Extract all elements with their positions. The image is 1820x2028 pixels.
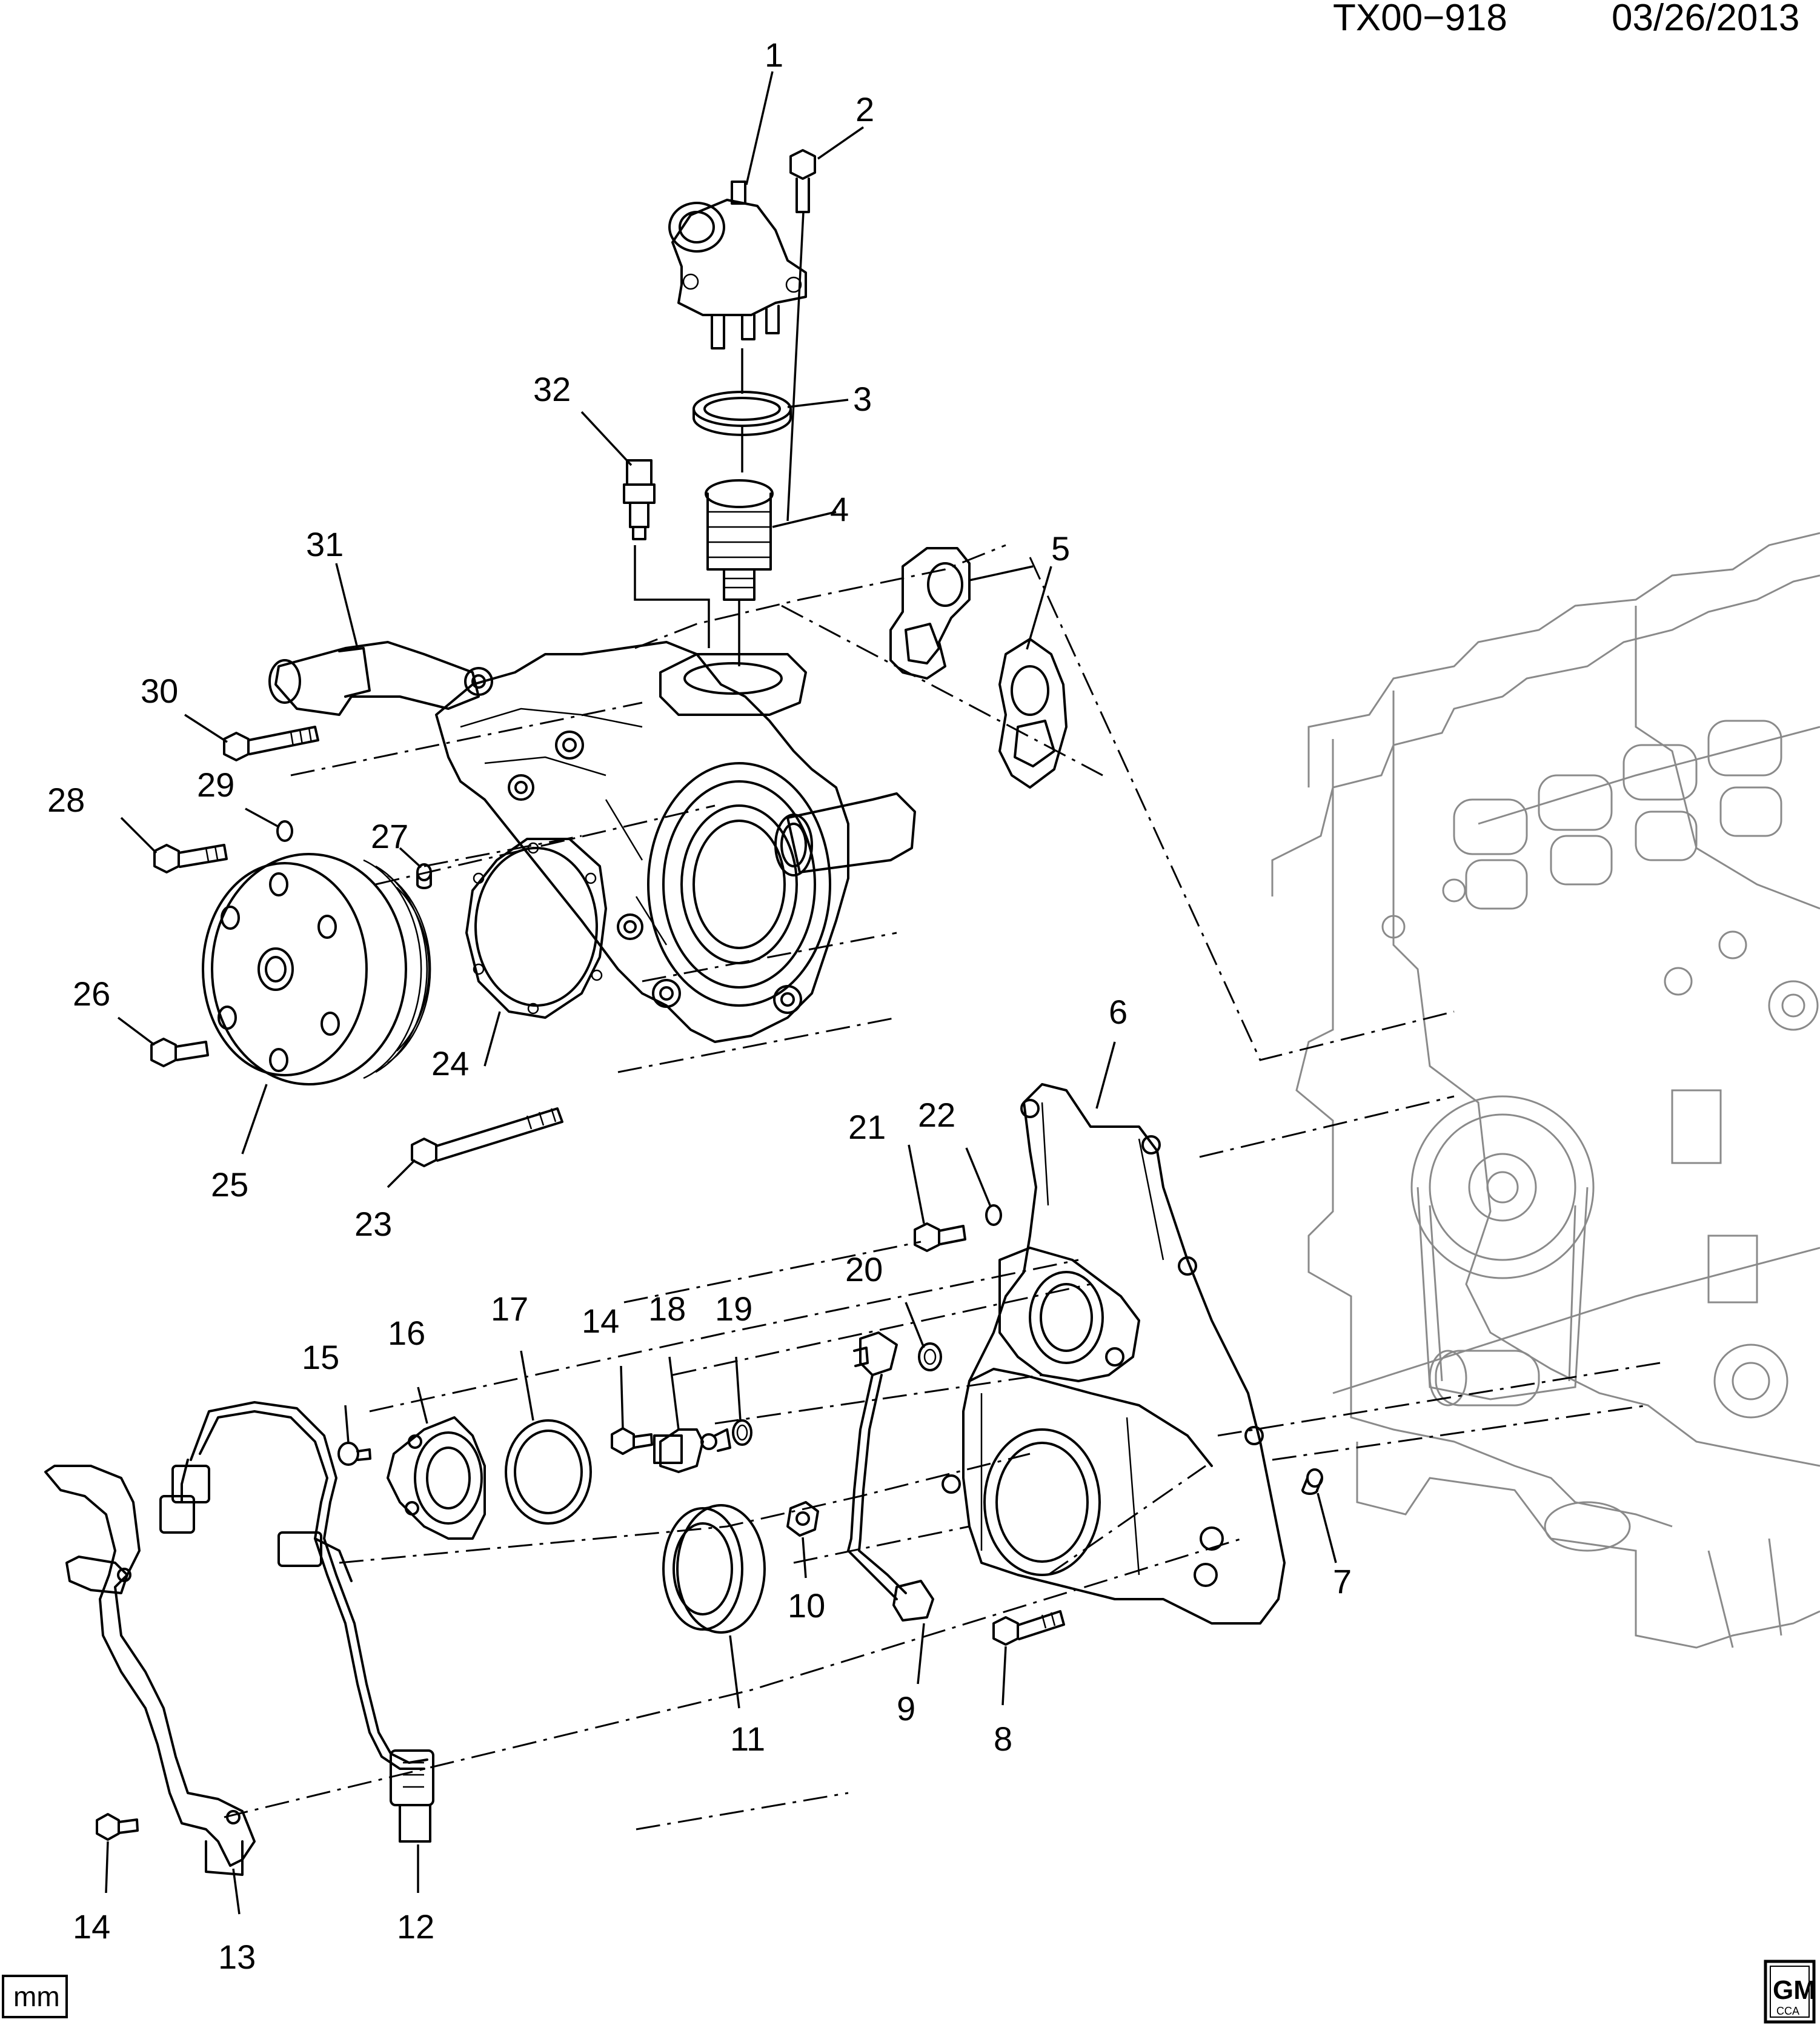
callout-3: 3 [853, 380, 872, 418]
diagram-id: TX00−918 [1333, 0, 1507, 39]
gasket-part [889, 547, 1068, 789]
sensor-clip-part [786, 1501, 819, 1537]
crankshaft-sensor-part [847, 1331, 934, 1622]
dowel-pin-part [416, 863, 432, 889]
callout-16: 16 [388, 1314, 425, 1352]
gasket-part [505, 1419, 592, 1525]
callout-22: 22 [918, 1096, 955, 1134]
callout-7: 7 [1333, 1562, 1352, 1600]
bolt-part [96, 1813, 139, 1841]
water-pump-gasket-part [465, 838, 607, 1019]
washer-part [985, 1204, 1002, 1226]
crankshaft-seal-part [662, 1504, 766, 1634]
callout-11: 11 [730, 1720, 765, 1758]
bolt-part [153, 844, 228, 873]
callout-27: 27 [371, 817, 408, 855]
thermostat-part [705, 479, 774, 666]
engine-block [1271, 532, 1820, 1649]
callout-14-upper: 14 [582, 1302, 619, 1340]
o-ring-part [732, 1419, 752, 1446]
callout-1: 1 [765, 36, 783, 74]
callout-18: 18 [648, 1290, 686, 1328]
callout-21: 21 [848, 1108, 886, 1146]
seal-ring-part [692, 348, 792, 472]
units-badge: mm [2, 1975, 68, 2018]
gm-logo-text: GM [1773, 1975, 1816, 2005]
engine-front-cover-part [942, 1083, 1286, 1625]
o-ring-part [918, 1342, 942, 1371]
water-pump-pulley-part [202, 853, 431, 1085]
callout-28: 28 [47, 781, 85, 819]
leader-lines [105, 71, 1337, 1915]
bolt-part [611, 1427, 653, 1455]
callout-5: 5 [1051, 529, 1070, 568]
callout-29: 29 [197, 766, 234, 804]
water-pump-housing-part [268, 641, 916, 1043]
callout-4: 4 [830, 490, 849, 528]
callout-19: 19 [715, 1290, 752, 1328]
callout-30: 30 [141, 672, 178, 710]
callout-20: 20 [845, 1250, 883, 1288]
bolt-part [150, 1038, 209, 1067]
gm-logo: GM CCA [1764, 1960, 1816, 2024]
callout-6: 6 [1109, 993, 1128, 1031]
callout-8: 8 [994, 1720, 1012, 1758]
gm-logo-subtext: CCA [1776, 2005, 1799, 2017]
callout-17: 17 [491, 1290, 528, 1328]
callout-23: 23 [354, 1205, 392, 1243]
bolt-part [914, 1222, 966, 1252]
alignment-lines [224, 544, 1661, 1831]
callout-26: 26 [73, 975, 110, 1013]
callout-9: 9 [897, 1689, 915, 1728]
long-bolt-part [411, 1107, 563, 1167]
sensor-cover-part [387, 1416, 486, 1540]
washer-part [276, 820, 293, 842]
callout-10: 10 [788, 1586, 825, 1625]
wiring-harness-part [159, 1401, 434, 1843]
bolt-part [337, 1442, 371, 1466]
temperature-sensor-part [623, 459, 710, 648]
long-bolt-part [223, 726, 319, 761]
diagram-date: 03/26/2013 [1612, 0, 1799, 39]
camshaft-sensor-part [653, 1428, 731, 1473]
callout-15: 15 [302, 1338, 339, 1376]
bolt-part [786, 149, 816, 522]
bolt-part [992, 1610, 1065, 1646]
callout-labels: 1 2 3 4 5 6 7 8 9 10 11 12 13 14 14 15 1… [47, 36, 1352, 1976]
callout-31: 31 [306, 525, 344, 563]
callout-25: 25 [211, 1165, 248, 1204]
harness-bracket-part [44, 1465, 256, 1876]
callout-12: 12 [397, 1907, 434, 1946]
callout-13: 13 [218, 1938, 256, 1976]
callout-14-lower: 14 [73, 1907, 110, 1946]
coolant-outlet-part [668, 181, 807, 350]
units-badge-text: mm [13, 1981, 60, 2012]
dowel-pin-part [1301, 1468, 1323, 1495]
callout-24: 24 [431, 1044, 469, 1082]
callout-32: 32 [533, 370, 571, 408]
callout-2: 2 [855, 90, 874, 128]
